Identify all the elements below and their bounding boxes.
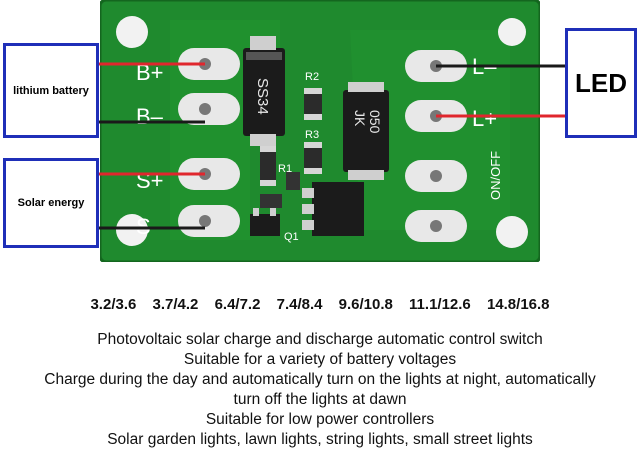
pad-switch-1 <box>405 160 467 192</box>
pad-b-minus <box>178 93 240 125</box>
description-line: Photovoltaic solar charge and discharge … <box>97 331 543 348</box>
capacitor <box>260 194 282 208</box>
resistor-r1 <box>260 146 276 186</box>
led-label-box: LED <box>565 28 637 138</box>
label-q1: Q1 <box>284 231 299 243</box>
ic-marking-line1: JK <box>352 110 368 127</box>
mounting-hole <box>116 214 148 246</box>
product-illustration: B+ B– S+ S– L– L+ R2 R3 R1 Q1 ON/OFF SS3… <box>3 0 637 262</box>
voltage-item: 6.4/7.2 <box>214 296 261 313</box>
label-r2: R2 <box>305 71 319 83</box>
pad-switch-2 <box>405 210 467 242</box>
diode-marking: SS34 <box>254 78 271 115</box>
voltage-item: 3.7/4.2 <box>152 296 199 313</box>
ic-jk050 <box>343 82 389 180</box>
diode-ss34 <box>243 36 285 146</box>
switch-label: ON/OFF <box>488 151 503 200</box>
resistor-r2 <box>304 88 322 120</box>
label-r3: R3 <box>305 129 319 141</box>
description-line: Suitable for a variety of battery voltag… <box>183 351 457 368</box>
label-r1: R1 <box>278 163 292 175</box>
pin-label-s-plus: S+ <box>136 168 164 193</box>
description-block: Photovoltaic solar charge and discharge … <box>0 330 640 450</box>
wire-overlay <box>98 62 566 230</box>
voltage-item: 7.4/8.4 <box>276 296 323 313</box>
small-component <box>286 172 300 190</box>
mounting-hole <box>116 16 148 48</box>
pcb-graphic: B+ B– S+ S– L– L+ R2 R3 R1 Q1 ON/OFF SS3… <box>100 0 540 262</box>
transistor-q1 <box>250 208 280 236</box>
voltage-item: 11.1/12.6 <box>409 296 471 313</box>
voltage-list: 3.2/3.6 3.7/4.2 6.4/7.2 7.4/8.4 9.6/10.8… <box>0 296 640 313</box>
pin-label-l-plus: L+ <box>472 106 497 131</box>
mounting-hole <box>496 216 528 248</box>
description-line: Suitable for low power controllers <box>205 411 435 428</box>
description-line: turn off the lights at dawn <box>233 391 407 408</box>
resistor-r3 <box>304 142 322 174</box>
battery-label-box: lithium battery <box>3 43 99 138</box>
mounting-hole <box>498 18 526 46</box>
description-line: Solar garden lights, lawn lights, string… <box>107 431 533 448</box>
mosfet <box>302 182 364 236</box>
solar-label-box: Solar energy <box>3 158 99 248</box>
pcb-board: B+ B– S+ S– L– L+ R2 R3 R1 Q1 ON/OFF SS3… <box>100 0 540 262</box>
voltage-item: 14.8/16.8 <box>486 296 550 313</box>
pin-label-b-minus: B– <box>136 104 164 129</box>
voltage-item: 9.6/10.8 <box>338 296 393 313</box>
pad-s-plus <box>178 158 240 190</box>
ic-marking-line2: 050 <box>367 110 383 134</box>
voltage-item: 3.2/3.6 <box>90 296 137 313</box>
description-line: Charge during the day and automatically … <box>44 371 596 388</box>
